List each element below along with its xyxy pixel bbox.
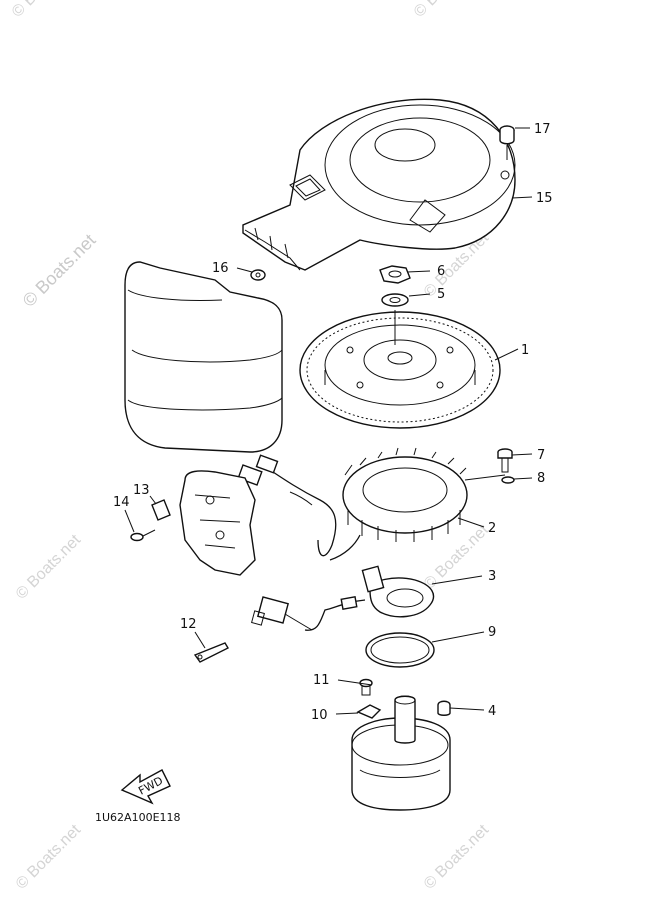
callout-3: 3: [488, 569, 496, 584]
watermark-mid-left: © Boats.net: [13, 531, 85, 603]
callout-11: 11: [313, 673, 330, 688]
watermark-top-right: © Boats.net: [411, 0, 483, 21]
stator-coil-part: [329, 447, 468, 561]
callout-6: 6: [437, 264, 445, 279]
clamp-part: [193, 642, 229, 663]
callout-7: 7: [537, 448, 545, 463]
cap-part-4: [437, 700, 451, 716]
callout-16: 16: [212, 261, 229, 276]
watermark-left: © Boats.net: [19, 230, 100, 311]
forward-arrow: FWD: [120, 769, 171, 805]
screw-part-14: [130, 529, 156, 542]
stator-wiring: [237, 454, 337, 557]
callout-9: 9: [488, 625, 496, 640]
watermark-bottom-right: © Boats.net: [421, 821, 493, 893]
callout-numbers: 17 15 16 6 5 1 7 8 2 3 9 11 10 4 12 13 1…: [113, 122, 553, 723]
screw-part-11: [359, 678, 373, 696]
flywheel-cover-part: [242, 98, 516, 271]
pulser-coil-part: [304, 565, 435, 631]
washer-part: [381, 293, 409, 307]
engine-block-outline: [124, 261, 283, 453]
clamp-part-10: [356, 704, 382, 719]
callout-12: 12: [180, 617, 197, 632]
nut-part-16: [250, 269, 266, 281]
callout-15: 15: [536, 191, 553, 206]
drawing-code: 1U62A100E118: [95, 811, 181, 824]
watermark-top-left: © Boats.net: [9, 0, 81, 21]
callout-10: 10: [311, 708, 328, 723]
watermark-bottom-left: © Boats.net: [13, 821, 85, 893]
washer-part-8: [501, 476, 515, 484]
callout-17: 17: [534, 122, 551, 137]
callout-14: 14: [113, 495, 130, 510]
flywheel-nut-part: [379, 265, 411, 284]
bracket-assembly: [179, 470, 256, 576]
bracket-part-13: [151, 499, 171, 521]
leader-lines: [124, 127, 533, 715]
callout-8: 8: [537, 471, 545, 486]
flywheel-part: [299, 310, 501, 429]
callout-2: 2: [488, 521, 496, 536]
callout-1: 1: [521, 343, 529, 358]
bolt-part-7: [497, 448, 513, 473]
o-ring-part: [365, 632, 435, 668]
callout-4: 4: [488, 704, 496, 719]
callout-13: 13: [133, 483, 150, 498]
crankcase-base: [351, 695, 451, 811]
callout-5: 5: [437, 287, 445, 302]
grommet-part: [499, 125, 515, 160]
pulser-connector: [251, 596, 313, 631]
